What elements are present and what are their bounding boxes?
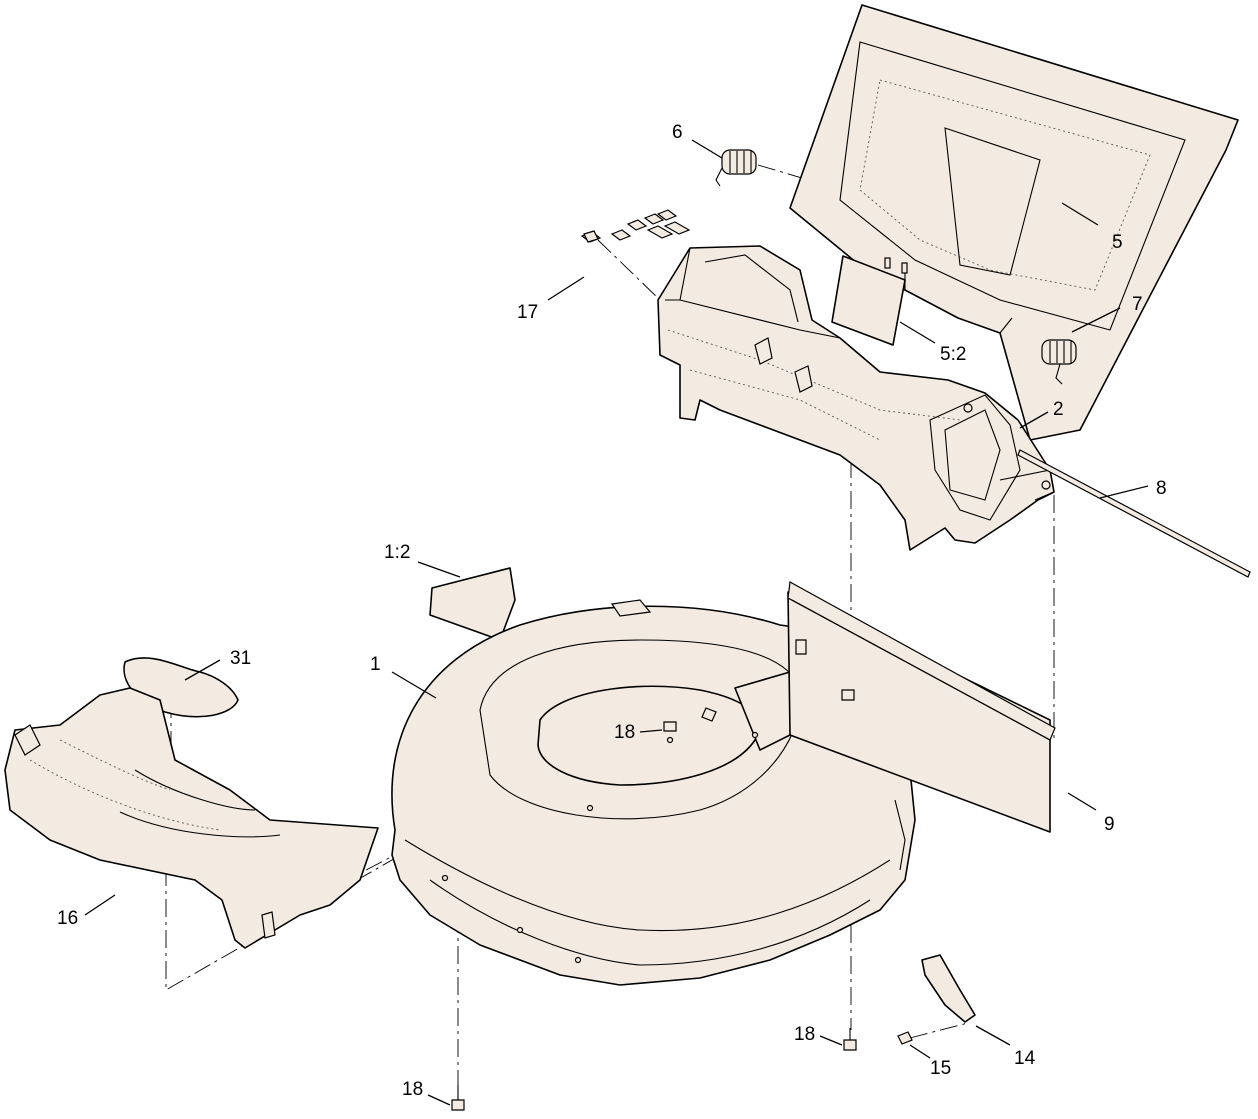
callout-17: 17 xyxy=(517,302,538,323)
callout-7: 7 xyxy=(1132,294,1143,315)
bolts xyxy=(451,230,913,1111)
callout-18-bottom: 18 xyxy=(402,1079,423,1100)
part-7-spring xyxy=(1041,339,1077,385)
callout-9: 9 xyxy=(1104,814,1115,835)
part-5-2-decal xyxy=(831,255,906,346)
callout-31: 31 xyxy=(230,648,251,669)
callout-2: 2 xyxy=(1053,399,1064,420)
callout-15: 15 xyxy=(930,1058,951,1079)
callout-16: 16 xyxy=(57,908,78,929)
part-9-rear-flap xyxy=(787,581,1056,833)
part-8-rod xyxy=(1017,449,1251,578)
callout-18-deck: 18 xyxy=(614,722,635,743)
callout-18-right: 18 xyxy=(794,1024,815,1045)
callout-5: 5 xyxy=(1112,232,1123,253)
callout-5-2: 5:2 xyxy=(940,344,966,365)
part-1-2-decal xyxy=(429,567,516,641)
part-6-spring xyxy=(715,149,757,187)
part-5-rear-door xyxy=(789,4,1239,441)
callout-1-2: 1:2 xyxy=(384,542,410,563)
callout-8: 8 xyxy=(1156,478,1167,499)
screw-cluster xyxy=(580,209,691,243)
callouts: 6 5 17 5:2 7 2 8 1:2 1 31 18 9 16 18 14 … xyxy=(57,122,1167,1100)
callout-14: 14 xyxy=(1014,1048,1036,1069)
leader-lines xyxy=(84,139,1149,1106)
part-1-deck xyxy=(391,599,916,986)
part-2-rear-frame xyxy=(657,245,1055,551)
part-14-bracket xyxy=(921,954,976,1023)
callout-6: 6 xyxy=(672,122,683,143)
callout-1: 1 xyxy=(370,654,381,675)
part-16-front-shroud xyxy=(4,687,379,949)
